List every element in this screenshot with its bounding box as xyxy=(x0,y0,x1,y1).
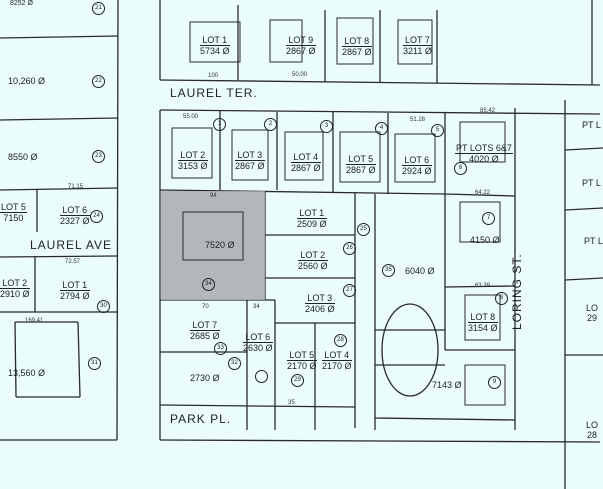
parcel-number: 1 xyxy=(213,118,226,131)
right-pt-lot-3: PT L xyxy=(584,236,603,246)
parcel-number: 8 xyxy=(495,292,508,305)
parcel-number: 33 xyxy=(214,342,227,355)
street-laurel-ave: LAUREL AVE xyxy=(30,238,113,252)
parcel-number: 21 xyxy=(92,2,105,15)
parcel-number: 28 xyxy=(334,334,347,347)
parcel-number: 6 xyxy=(454,162,467,175)
dimension: 34 xyxy=(253,304,260,310)
top-left-area: 8252 Ø xyxy=(10,0,33,7)
dimension: 51.28 xyxy=(410,117,426,123)
parcel-number: 4 xyxy=(375,122,388,135)
parcel-shaded-area: 7520 Ø xyxy=(205,240,235,250)
parcel-number: 3 xyxy=(320,120,333,133)
parcel-number: 27 xyxy=(343,284,356,297)
dimension: 64.22 xyxy=(475,190,491,196)
dimension: 35 xyxy=(288,400,295,406)
parcel-2730: 2730 Ø xyxy=(190,373,220,383)
dimension: 50.00 xyxy=(292,72,308,78)
dimension: 55.00 xyxy=(183,114,199,120)
parcel-10260: 10,260 Ø xyxy=(8,76,46,86)
parcel-number: 23 xyxy=(92,150,105,163)
right-pt-lot-1: PT L xyxy=(582,120,601,130)
parcel-13560: 13,560 Ø xyxy=(8,368,46,378)
dimension: 72.57 xyxy=(65,259,81,265)
dimension: 100 xyxy=(208,73,219,79)
street-laurel-ter: LAUREL TER. xyxy=(170,86,258,100)
parcel-number: 2 xyxy=(264,118,277,131)
parcel-number: 34 xyxy=(202,278,215,291)
parcel-number: 5 xyxy=(431,124,444,137)
dimension: 94 xyxy=(210,193,217,199)
street-loring-st: LORING ST. xyxy=(510,253,524,330)
parcel-4150: 4150 Ø xyxy=(470,235,500,245)
dimension: 169.41 xyxy=(25,318,44,324)
parcel-number: 31 xyxy=(88,357,101,370)
parcel-number: 25 xyxy=(357,223,370,236)
parcel-number: 22 xyxy=(92,75,105,88)
street-park-pl: PARK PL. xyxy=(170,412,232,426)
parcel-6040: 6040 Ø xyxy=(405,266,435,276)
dimension: 70 xyxy=(202,304,209,310)
parcel-number: 30 xyxy=(97,300,110,313)
parcel-number xyxy=(255,370,268,383)
right-pt-lot-2: PT L xyxy=(582,178,601,188)
dimension: 71.15 xyxy=(68,184,84,190)
parcel-number: 26 xyxy=(343,242,356,255)
parcel-number: 9 xyxy=(488,376,501,389)
parcel-7143: 7143 Ø xyxy=(432,380,462,390)
parcel-number: 32 xyxy=(228,357,241,370)
parcel-number: 35 xyxy=(382,264,395,277)
parcel-8550: 8550 Ø xyxy=(8,152,38,162)
parcel-number: 24 xyxy=(90,210,103,223)
parcel-number: 29 xyxy=(291,374,304,387)
dimension: 63.39 xyxy=(475,283,491,289)
parcel-number: 7 xyxy=(482,212,495,225)
dimension: 85.42 xyxy=(480,108,496,114)
